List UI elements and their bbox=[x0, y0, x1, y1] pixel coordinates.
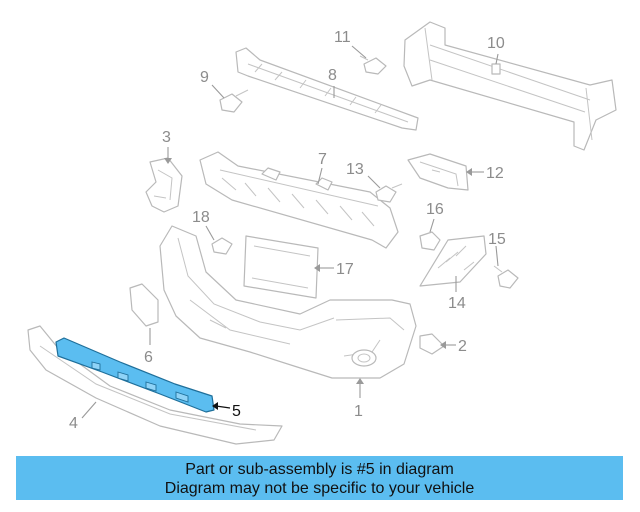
callout-5: 5 bbox=[232, 403, 241, 420]
part-8-absorber bbox=[235, 47, 419, 131]
callout-7: 7 bbox=[318, 151, 327, 168]
callout-8: 8 bbox=[328, 67, 337, 84]
callout-9: 9 bbox=[200, 69, 209, 86]
callout-12: 12 bbox=[486, 165, 504, 182]
banner-line-1: Part or sub-assembly is #5 in diagram bbox=[185, 461, 454, 478]
part-7-energy-absorber bbox=[199, 151, 399, 249]
callout-14: 14 bbox=[448, 295, 466, 312]
callout-16: 16 bbox=[426, 201, 444, 218]
leader-lines bbox=[81, 45, 499, 419]
callout-3: 3 bbox=[162, 129, 171, 146]
callout-13: 13 bbox=[346, 161, 364, 178]
part-15-bolt bbox=[493, 265, 519, 289]
part-6-cover bbox=[129, 283, 159, 327]
callout-1: 1 bbox=[354, 403, 363, 420]
fasteners bbox=[211, 55, 519, 289]
part-13-bolt bbox=[375, 183, 403, 203]
callout-18: 18 bbox=[192, 209, 210, 226]
info-banner: Part or sub-assembly is #5 in diagram Di… bbox=[16, 456, 623, 500]
callout-15: 15 bbox=[488, 231, 506, 248]
part-17-plate-bracket bbox=[243, 235, 319, 299]
part-18-clip bbox=[211, 237, 233, 255]
parts-diagram: 1 2 3 4 5 6 7 8 9 10 11 12 13 14 15 16 1… bbox=[27, 21, 617, 445]
part-11-bolt bbox=[359, 55, 387, 75]
banner-line-2: Diagram may not be specific to your vehi… bbox=[164, 480, 475, 497]
part-3-bracket bbox=[145, 157, 183, 213]
callout-numbers: 1 2 3 4 5 6 7 8 9 10 11 12 13 14 15 16 1… bbox=[69, 29, 506, 432]
callout-2: 2 bbox=[458, 338, 467, 355]
part-16-clip bbox=[419, 231, 441, 251]
callout-10: 10 bbox=[487, 35, 505, 52]
part-5-highlighted bbox=[55, 337, 215, 413]
part-2-bracket bbox=[419, 333, 445, 355]
part-12-bracket bbox=[407, 153, 469, 191]
part-10-reinforcement bbox=[403, 21, 617, 151]
callout-4: 4 bbox=[69, 415, 78, 432]
part-14-bracket bbox=[419, 235, 487, 287]
part-1-bumper-cover bbox=[159, 225, 417, 379]
callout-11: 11 bbox=[334, 29, 351, 46]
callout-6: 6 bbox=[144, 349, 153, 366]
part-9-bolt bbox=[219, 89, 249, 113]
callout-17: 17 bbox=[336, 261, 354, 278]
